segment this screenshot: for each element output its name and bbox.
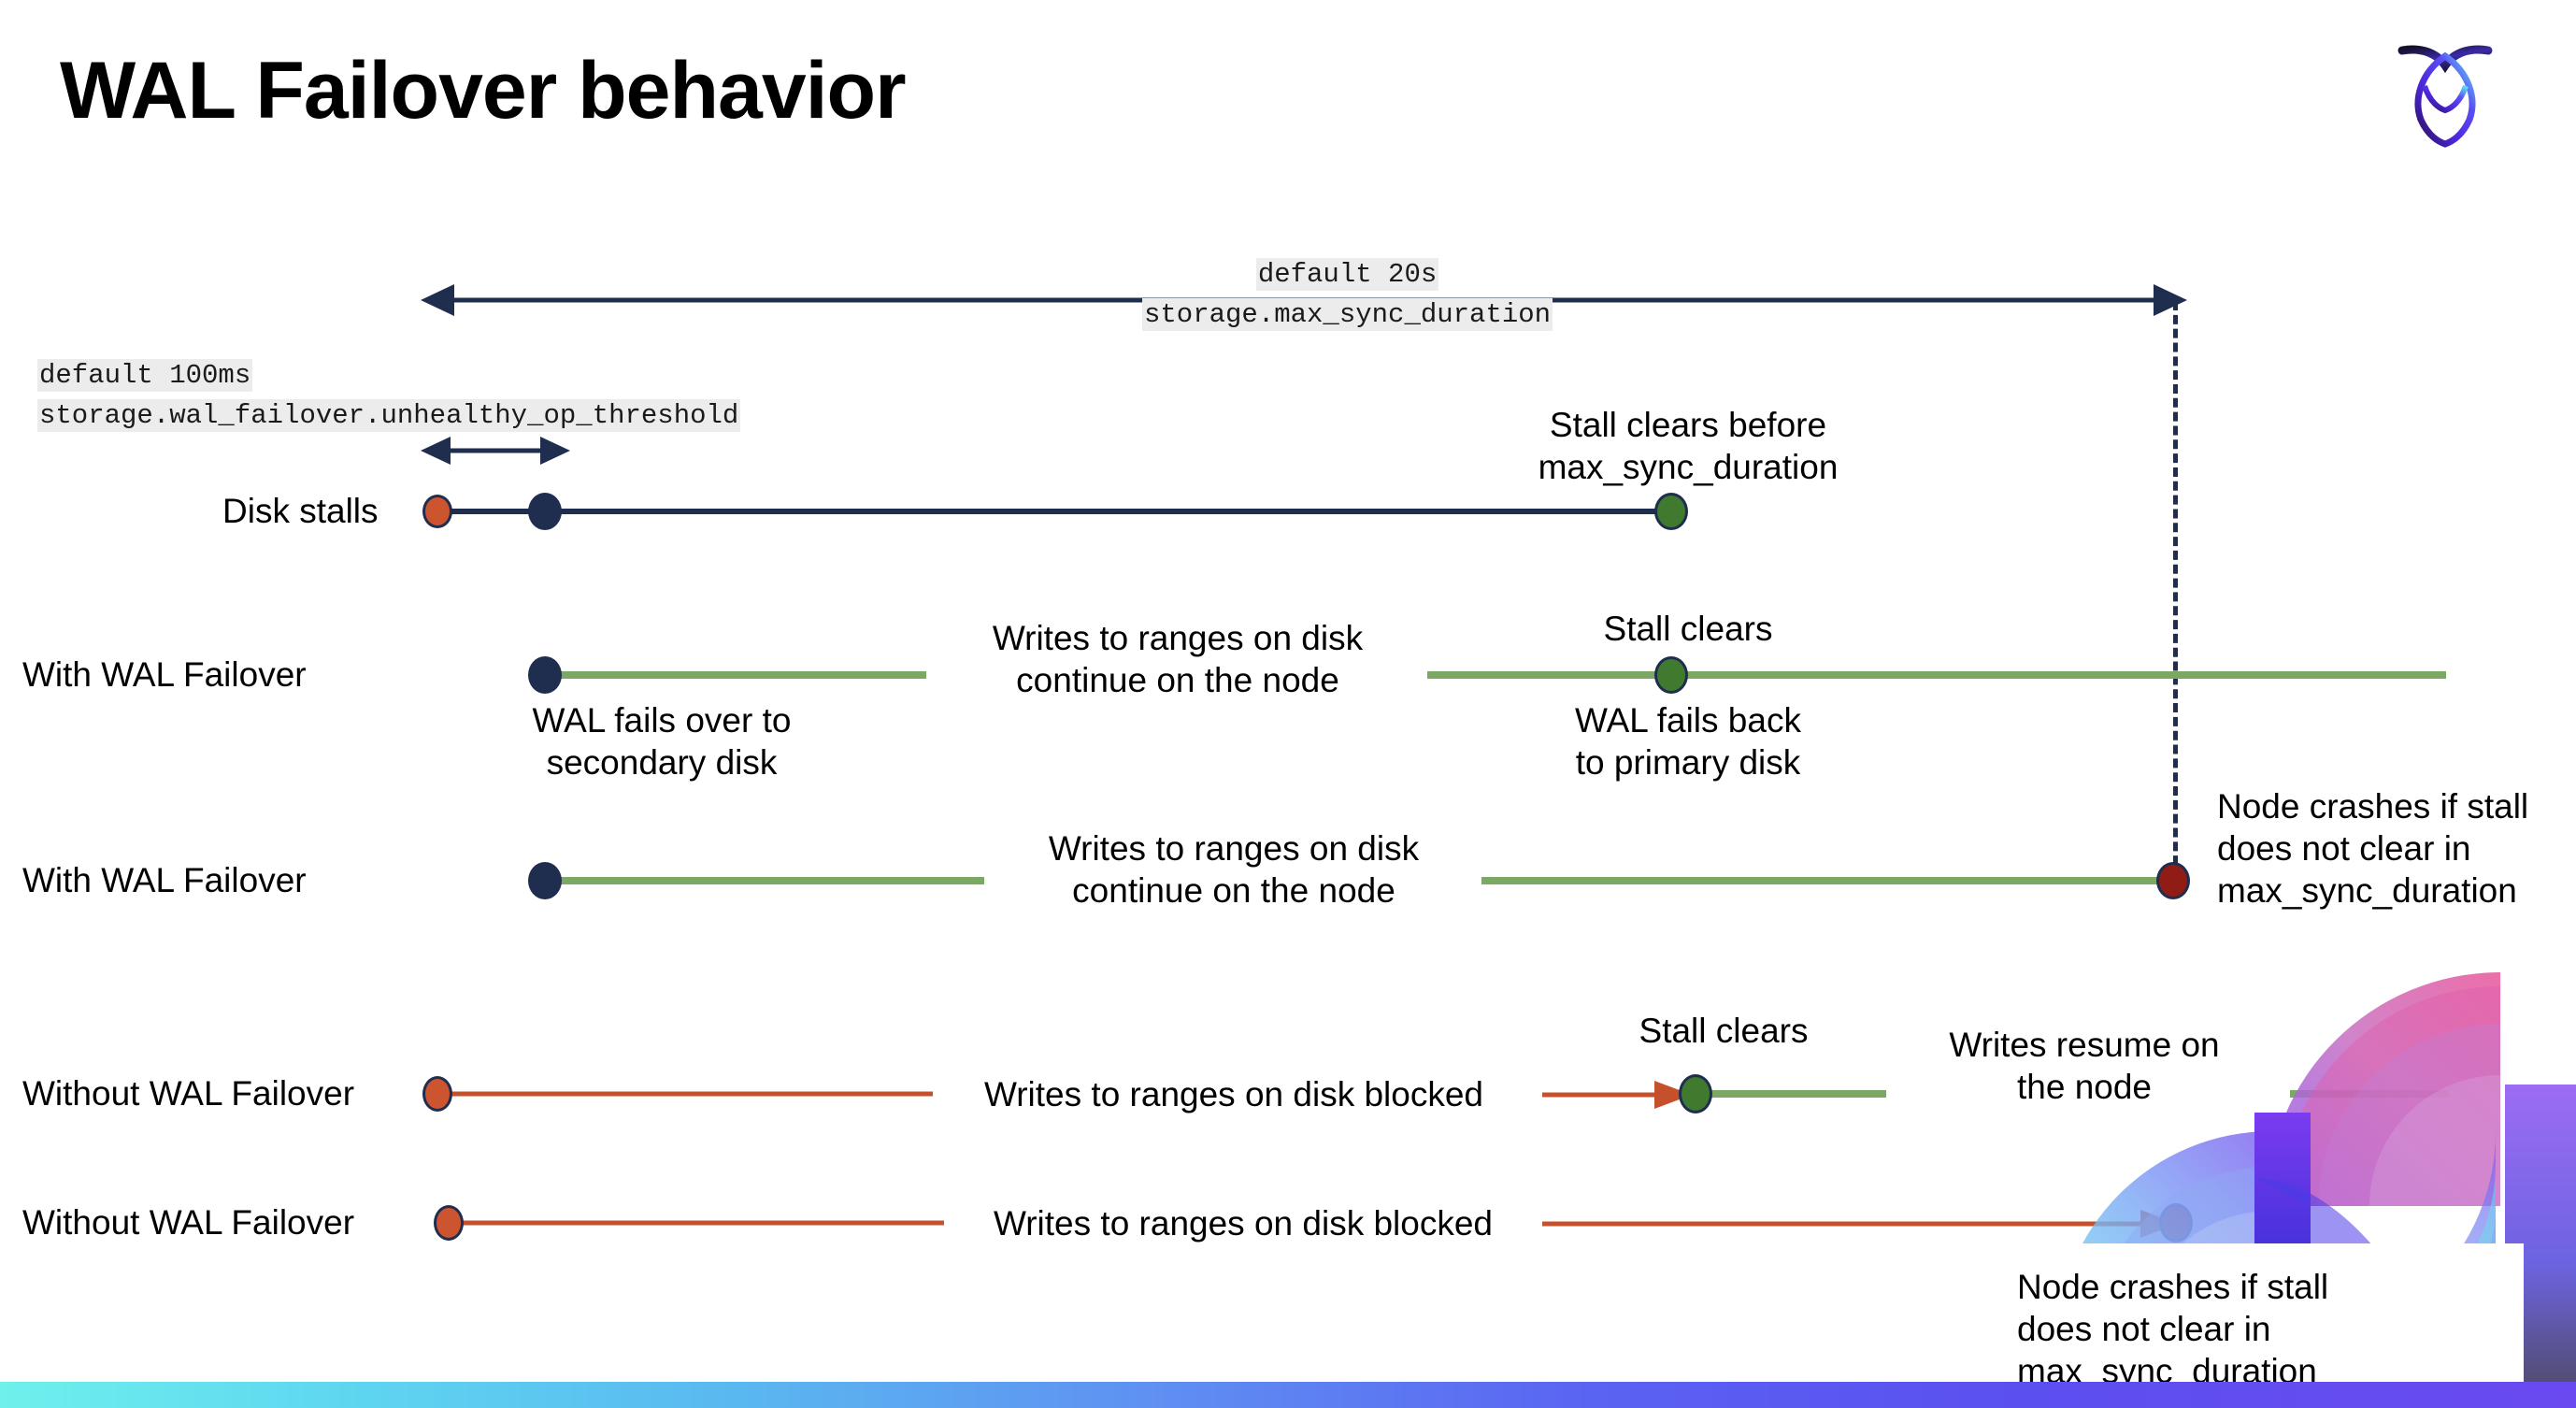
max-sync-duration-default: default 20s [1255,258,1439,291]
with-failover-1-failback-note: WAL fails back to primary disk [1575,701,1801,782]
disk-stalls-clear-dot [1654,493,1688,530]
with-failover-1-stall-clears-note: Stall clears [1603,610,1773,648]
with-failover-1-timeline-left [545,671,926,679]
with-failover-2-crash-dot [2156,862,2190,899]
without-failover-1-timeline-right [1697,1090,1886,1098]
max-sync-duration-dashed-line [2173,301,2178,879]
without-failover-1-resume-note: Writes resume on the node [1949,1026,2220,1106]
with-failover-2-failover-dot [528,862,562,899]
row-label-with-wal-failover-2: With WAL Failover [22,861,307,899]
without-failover-2-crash-note: Node crashes if stall does not clear in … [2017,1268,2329,1390]
with-failover-1-writes-note: Writes to ranges on disk continue on the… [992,619,1364,699]
row-label-without-wal-failover-2: Without WAL Failover [22,1203,355,1242]
max-sync-duration-note: default 20s storage.max_sync_duration [1142,254,1553,335]
max-sync-duration-setting: storage.max_sync_duration [1142,298,1553,331]
with-failover-1-failover-note: WAL fails over to secondary disk [532,701,792,782]
without-failover-2-start-dot [434,1205,464,1241]
page-title: WAL Failover behavior [60,46,907,136]
with-failover-2-timeline-right [1481,877,2173,884]
without-failover-1-start-dot [422,1076,452,1112]
without-failover-2-blocked-note: Writes to ranges on disk blocked [993,1204,1494,1243]
cockroachdb-logo-icon [2389,28,2501,150]
with-failover-2-crash-note: Node crashes if stall does not clear in … [2217,787,2529,910]
disk-stalls-timeline [437,509,1671,514]
unhealthy-op-threshold-note: default 100ms storage.wal_failover.unhea… [37,355,741,436]
without-failover-2-arrow-to-crash [1542,1209,2178,1239]
with-failover-2-writes-note: Writes to ranges on disk continue on the… [1048,829,1420,910]
row-label-without-wal-failover-1: Without WAL Failover [22,1074,355,1113]
without-failover-2-crash-dot [2159,1203,2193,1243]
unhealthy-op-threshold-default: default 100ms [37,359,253,392]
row-label-disk-stalls: Disk stalls [222,492,379,530]
without-failover-1-clear-dot [1679,1074,1712,1113]
unhealthy-op-threshold-setting: storage.wal_failover.unhealthy_op_thresh… [37,399,741,432]
without-failover-2-timeline-left [449,1220,944,1226]
with-failover-1-clear-dot [1654,656,1688,694]
without-failover-1-blocked-note: Writes to ranges on disk blocked [983,1075,1484,1113]
without-failover-1-timeline-far-right [2290,1090,2449,1098]
disk-stalls-failover-dot [528,493,562,530]
without-failover-1-timeline-left [437,1091,933,1097]
without-failover-2-crash-callout: Node crashes if stall does not clear in … [1972,1243,2524,1408]
unhealthy-op-threshold-arrow [421,432,570,469]
bottom-gradient-bar [0,1382,2576,1408]
with-failover-1-failover-dot [528,656,562,694]
disk-stalls-stall-clears-note: Stall clears before max_sync_duration [1538,406,1839,486]
without-failover-1-stall-clears-note: Stall clears [1639,1012,1809,1050]
with-failover-1-timeline-right [1427,671,2446,679]
with-failover-2-timeline-left [545,877,984,884]
row-label-with-wal-failover-1: With WAL Failover [22,655,307,694]
without-failover-1-arrow-to-clear [1542,1080,1692,1110]
disk-stalls-start-dot [422,495,452,528]
